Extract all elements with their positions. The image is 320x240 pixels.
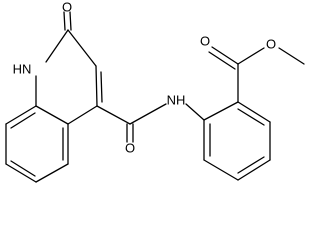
- amide-nh-label: NH: [167, 93, 186, 108]
- bond-c3-c4: [95, 65, 98, 107]
- bond-c2-c3: [67, 29, 97, 67]
- bond-c4-amide-c: [96, 105, 131, 125]
- ring-nh-label: HN: [13, 62, 32, 77]
- bond-c2-o-double: [69, 11, 72, 31]
- structure-diagram: O HN NH O O O: [5, 0, 305, 183]
- bond-ester-c-ether-o: [237, 47, 265, 65]
- bond-amide-c-n: [129, 103, 167, 125]
- bond-c6-c7-inner: [10, 160, 36, 177]
- bond-c5-c6: [35, 163, 69, 183]
- bond-c3-c4-inner: [100, 71, 103, 103]
- bond-ar4-ar5: [237, 159, 271, 181]
- bond-c8-c8a: [5, 105, 37, 125]
- ester-carbonyl-oxygen-label: O: [200, 34, 210, 49]
- bond-c4-c4a: [67, 105, 98, 125]
- bond-amide-n-aryl: [185, 103, 205, 121]
- bond-c2-n1: [45, 29, 69, 63]
- bond-ar5-ar6: [203, 159, 239, 181]
- bond-ar2-ar3: [237, 101, 271, 123]
- amide-oxygen-label: O: [125, 141, 135, 156]
- ester-ether-oxygen-label: O: [266, 37, 276, 52]
- bond-ether-o-methyl: [278, 47, 305, 65]
- bond-c8-c8a-inner: [10, 112, 36, 129]
- bonds: [5, 11, 305, 183]
- bond-ester-c-o: [211, 46, 239, 65]
- bond-c8a-c4a: [35, 105, 69, 125]
- bond-ar2-ar3-inner: [237, 108, 265, 126]
- ketone-oxygen-label: O: [62, 0, 72, 15]
- bond-c6-c7: [5, 163, 37, 183]
- bond-ester-c-o-double: [208, 51, 236, 70]
- bond-c2-o: [63, 11, 66, 31]
- bond-ar1-ar2: [203, 101, 239, 121]
- atom-labels: O HN NH O O O: [13, 0, 276, 156]
- bond-ar4-ar5-inner: [237, 156, 265, 174]
- chemical-structure-figure: O HN NH O O O: [5, 0, 305, 183]
